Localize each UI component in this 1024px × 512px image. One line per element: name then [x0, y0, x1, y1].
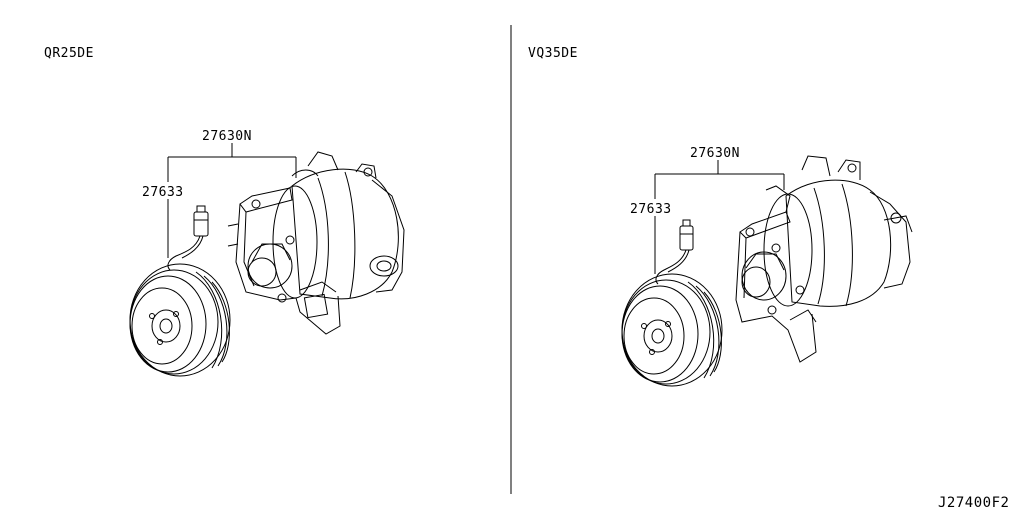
left-clutch-part-number: 27633	[142, 185, 184, 200]
left-compressor	[228, 152, 404, 334]
right-clutch-connector	[656, 220, 693, 284]
right-clutch-part-number: 27633	[630, 202, 672, 217]
right-compressor-part-number: 27630N	[690, 146, 740, 161]
left-clutch-connector	[168, 206, 208, 270]
right-leader-lines	[655, 160, 784, 274]
left-leader-lines	[168, 143, 296, 258]
left-compressor-part-number: 27630N	[202, 129, 252, 144]
right-compressor	[736, 156, 912, 362]
diagram-code: J27400F2	[938, 495, 1010, 511]
left-clutch-pulley	[130, 264, 230, 376]
left-engine-label: QR25DE	[44, 46, 94, 61]
right-engine-label: VQ35DE	[528, 46, 578, 61]
right-clutch-pulley	[622, 274, 722, 386]
